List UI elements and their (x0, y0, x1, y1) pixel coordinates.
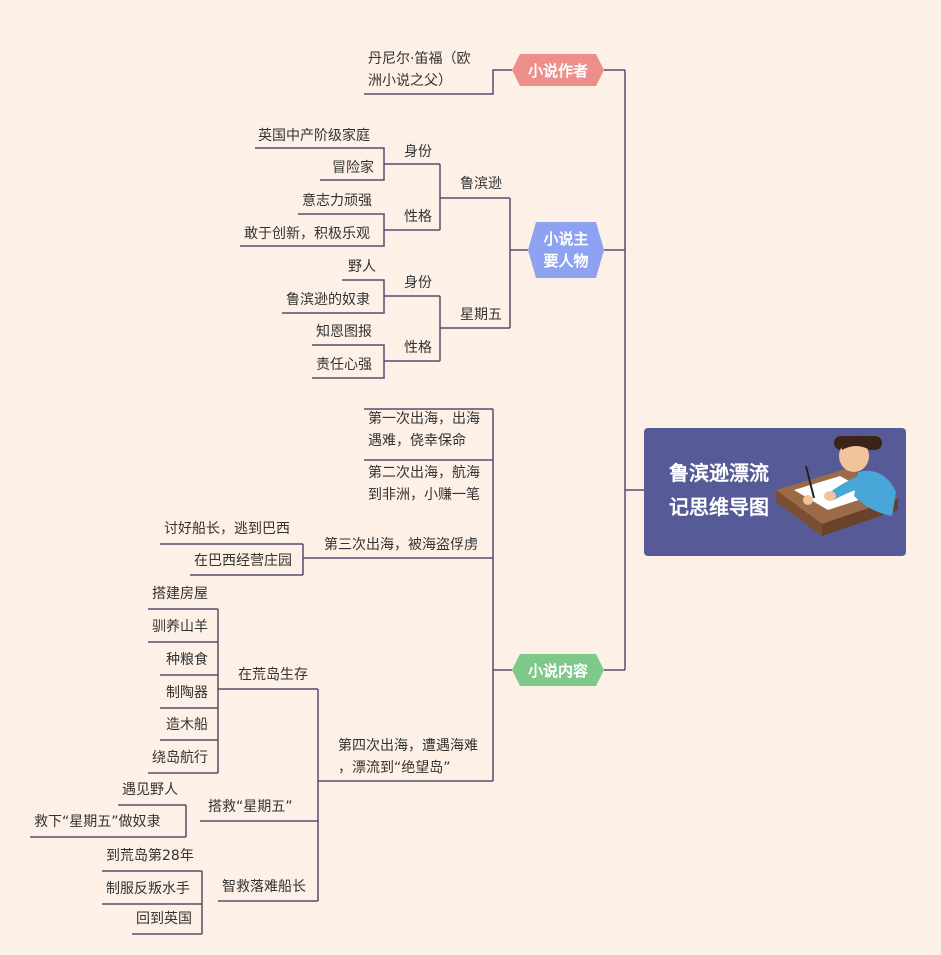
voyage4-node[interactable]: 第四次出海，遭遇海难 ，漂流到“绝望岛” (338, 735, 478, 779)
robinson-node[interactable]: 鲁滨逊 (460, 176, 502, 192)
friday-node[interactable]: 星期五 (460, 307, 502, 323)
author-item[interactable]: 丹尼尔·笛福（欧 洲小说之父） (368, 48, 470, 92)
central-title-line1: 鲁滨逊漂流 (669, 461, 769, 485)
rescue-friday-node[interactable]: 搭救“星期五” (208, 799, 293, 815)
branch-content-node[interactable]: 小说内容 (512, 654, 604, 686)
robinson-personality-item-1[interactable]: 意志力顽强 (302, 193, 372, 209)
author-item-line1: 丹尼尔·笛福（欧 (368, 51, 471, 67)
voyage1-node[interactable]: 第一次出海，出海 遇难，侥幸保命 (368, 408, 480, 452)
voyage3-node[interactable]: 第三次出海，被海盗俘虏 (324, 537, 478, 553)
branch-author-label: 小说作者 (527, 61, 588, 80)
voyage4-line2: ，漂流到“绝望岛” (338, 760, 451, 776)
friday-personality-item-1[interactable]: 知恩图报 (316, 324, 372, 340)
robinson-identity-item-1[interactable]: 英国中产阶级家庭 (258, 128, 370, 144)
author-item-line2: 洲小说之父） (368, 73, 452, 89)
rescue-captain-item-1[interactable]: 到荒岛第28年 (106, 848, 194, 864)
central-title-line2: 记思维导图 (669, 495, 769, 519)
robinson-personality-item-2[interactable]: 敢于创新，积极乐观 (244, 226, 370, 242)
friday-identity-item-1[interactable]: 野人 (348, 259, 376, 275)
friday-identity-item-2[interactable]: 鲁滨逊的奴隶 (286, 292, 370, 308)
survive-item-1[interactable]: 搭建房屋 (152, 586, 208, 602)
voyage3-item-1[interactable]: 讨好船长，逃到巴西 (164, 521, 290, 537)
branch-characters-label-line1: 小说主 (543, 230, 589, 248)
branch-author-node[interactable]: 小说作者 (512, 54, 604, 86)
voyage1-line1: 第一次出海，出海 (368, 411, 480, 427)
friday-personality-item-2[interactable]: 责任心强 (316, 357, 372, 373)
robinson-identity-item-2[interactable]: 冒险家 (332, 160, 374, 176)
voyage2-node[interactable]: 第二次出海，航海 到非洲，小赚一笔 (368, 462, 480, 506)
survive-item-4[interactable]: 制陶器 (166, 685, 208, 701)
voyage4-line1: 第四次出海，遭遇海难 (338, 738, 478, 754)
voyage1-line2: 遇难，侥幸保命 (368, 433, 466, 449)
survive-item-2[interactable]: 驯养山羊 (152, 619, 208, 635)
branch-characters-node[interactable]: 小说主 要人物 (528, 222, 604, 278)
rescue-captain-item-2[interactable]: 制服反叛水手 (106, 881, 190, 897)
rescue-friday-item-2[interactable]: 救下“星期五”做奴隶 (34, 814, 161, 830)
survive-item-6[interactable]: 绕岛航行 (152, 750, 208, 766)
voyage3-item-2[interactable]: 在巴西经营庄园 (194, 553, 292, 569)
writing-man-illustration (776, 436, 898, 536)
branch-content-label: 小说内容 (527, 661, 588, 680)
friday-personality-node[interactable]: 性格 (404, 340, 432, 356)
survive-item-3[interactable]: 种粮食 (166, 652, 208, 668)
survive-item-5[interactable]: 造木船 (166, 717, 208, 733)
rescue-captain-item-3[interactable]: 回到英国 (136, 911, 192, 927)
rescue-friday-item-1[interactable]: 遇见野人 (122, 782, 178, 798)
central-title: 鲁滨逊漂流 记思维导图 (654, 456, 784, 524)
survive-node[interactable]: 在荒岛生存 (238, 667, 308, 683)
voyage2-line2: 到非洲，小赚一笔 (368, 487, 480, 503)
robinson-identity-node[interactable]: 身份 (404, 144, 432, 160)
rescue-captain-node[interactable]: 智救落难船长 (222, 879, 306, 895)
branch-characters-label-line2: 要人物 (543, 252, 589, 270)
voyage2-line1: 第二次出海，航海 (368, 465, 480, 481)
central-topic[interactable]: 鲁滨逊漂流 记思维导图 (644, 428, 906, 556)
friday-identity-node[interactable]: 身份 (404, 275, 432, 291)
robinson-personality-node[interactable]: 性格 (404, 209, 432, 225)
